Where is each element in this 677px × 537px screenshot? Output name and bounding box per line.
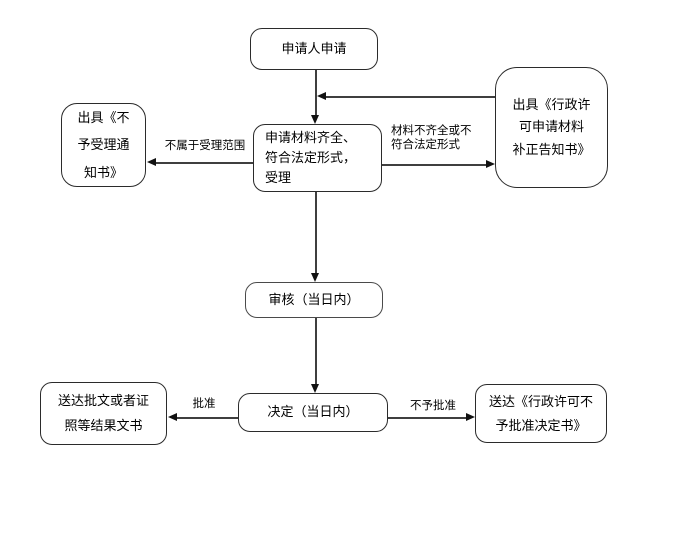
edge-accept-to-rejection-arrowhead-icon [147, 158, 156, 166]
node-deliver-approval-docs: 送达批文或者证 照等结果文书 [40, 382, 167, 445]
node-deliver-approval-docs-label: 送达批文或者证 照等结果文书 [57, 392, 149, 433]
node-accept-materials: 申请材料齐全、 符合法定形式， 受理 [253, 124, 382, 192]
edge-review-to-decision-arrowhead-icon [311, 384, 319, 393]
node-accept-materials-label: 申请材料齐全、 符合法定形式， 受理 [265, 129, 357, 186]
node-supplement-notice-label: 出具《行政许 可申请材料 补正告知书》 [512, 96, 591, 157]
edge-accept-to-supplement-arrowhead-icon [486, 160, 495, 168]
node-rejection-notice-label: 出具《不 予受理通 知书》 [77, 110, 130, 180]
edge-label-incomplete: 材料不齐全或不 符合法定形式 [391, 125, 472, 152]
edge-accept-to-rejection-line [155, 162, 253, 164]
node-review-label: 审核（当日内） [268, 291, 360, 307]
edge-decision-to-approval-arrowhead-icon [168, 413, 177, 421]
node-decision-label: 决定（当日内） [267, 404, 359, 420]
node-deliver-rejection-decision: 送达《行政许可不 予批准决定书》 [475, 384, 607, 443]
edge-decision-to-rejection-arrowhead-icon [466, 413, 475, 421]
node-decision: 决定（当日内） [238, 393, 388, 432]
node-applicant-apply: 申请人申请 [250, 28, 378, 70]
node-rejection-notice: 出具《不 予受理通 知书》 [61, 103, 146, 187]
edge-accept-to-review-line [315, 192, 317, 275]
edge-decision-to-approval-line [176, 417, 238, 419]
node-deliver-rejection-decision-label: 送达《行政许可不 予批准决定书》 [488, 394, 593, 433]
edge-accept-to-supplement-line [382, 164, 487, 166]
edge-decision-to-rejection-line [388, 417, 467, 419]
edge-accept-to-review-arrowhead-icon [311, 273, 319, 282]
edge-review-to-decision-line [315, 318, 317, 386]
edge-label-not-approved: 不予批准 [410, 400, 456, 412]
node-supplement-notice: 出具《行政许 可申请材料 补正告知书》 [495, 67, 608, 188]
edge-supplement-feedback-line [324, 96, 495, 98]
node-review: 审核（当日内） [245, 282, 383, 318]
edge-label-out-of-scope: 不属于受理范围 [164, 140, 246, 152]
node-applicant-apply-label: 申请人申请 [281, 40, 347, 56]
edge-apply-to-accept-arrowhead-icon [311, 115, 319, 124]
edge-supplement-feedback-arrowhead-icon [317, 92, 326, 100]
edge-apply-to-accept-line [315, 70, 317, 118]
edge-label-approved: 批准 [192, 398, 216, 410]
